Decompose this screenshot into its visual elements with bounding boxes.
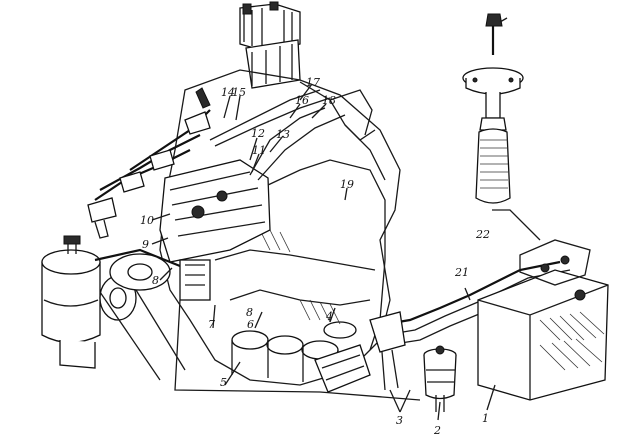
callout-17: 17 (306, 76, 320, 89)
callout-8-right: 8 (246, 306, 253, 319)
callout-7: 7 (208, 318, 215, 331)
callout-19: 19 (340, 178, 354, 191)
leader-lines (151, 83, 541, 421)
callout-3: 3 (396, 414, 403, 427)
pulley-belt (94, 248, 186, 381)
callout-8-left: 8 (152, 274, 159, 287)
callout-14: 14 (221, 86, 235, 99)
fine-filter-housing (239, 1, 301, 89)
priming-pump (314, 311, 406, 393)
callout-21: 21 (454, 266, 469, 279)
engine-block (159, 69, 401, 386)
callout-10: 10 (140, 214, 154, 227)
air-filter (41, 235, 101, 369)
fuel-line-to-tank (174, 260, 579, 401)
callout-2: 2 (433, 424, 441, 437)
callout-4: 4 (325, 310, 333, 323)
callout-15: 15 (232, 86, 246, 99)
callout-22: 22 (475, 228, 490, 241)
fuel-lines-top (209, 89, 386, 351)
hand-pump-detail (462, 13, 524, 204)
callout-11: 11 (252, 144, 266, 157)
callout-18: 18 (322, 94, 336, 107)
callout-9: 9 (142, 238, 149, 251)
injectors-left (87, 87, 211, 239)
fuel-tank-box (477, 239, 609, 401)
callout-1: 1 (482, 412, 489, 425)
callout-12: 12 (251, 127, 265, 140)
injection-pump (159, 159, 271, 301)
callout-16: 16 (295, 94, 309, 107)
coarse-filter (423, 345, 457, 412)
callout-13: 13 (276, 128, 290, 141)
callout-5: 5 (220, 376, 227, 389)
callout-6: 6 (247, 318, 254, 331)
callout-labels: 1 2 3 4 5 6 7 8 8 9 10 11 12 13 14 15 16… (140, 76, 490, 437)
